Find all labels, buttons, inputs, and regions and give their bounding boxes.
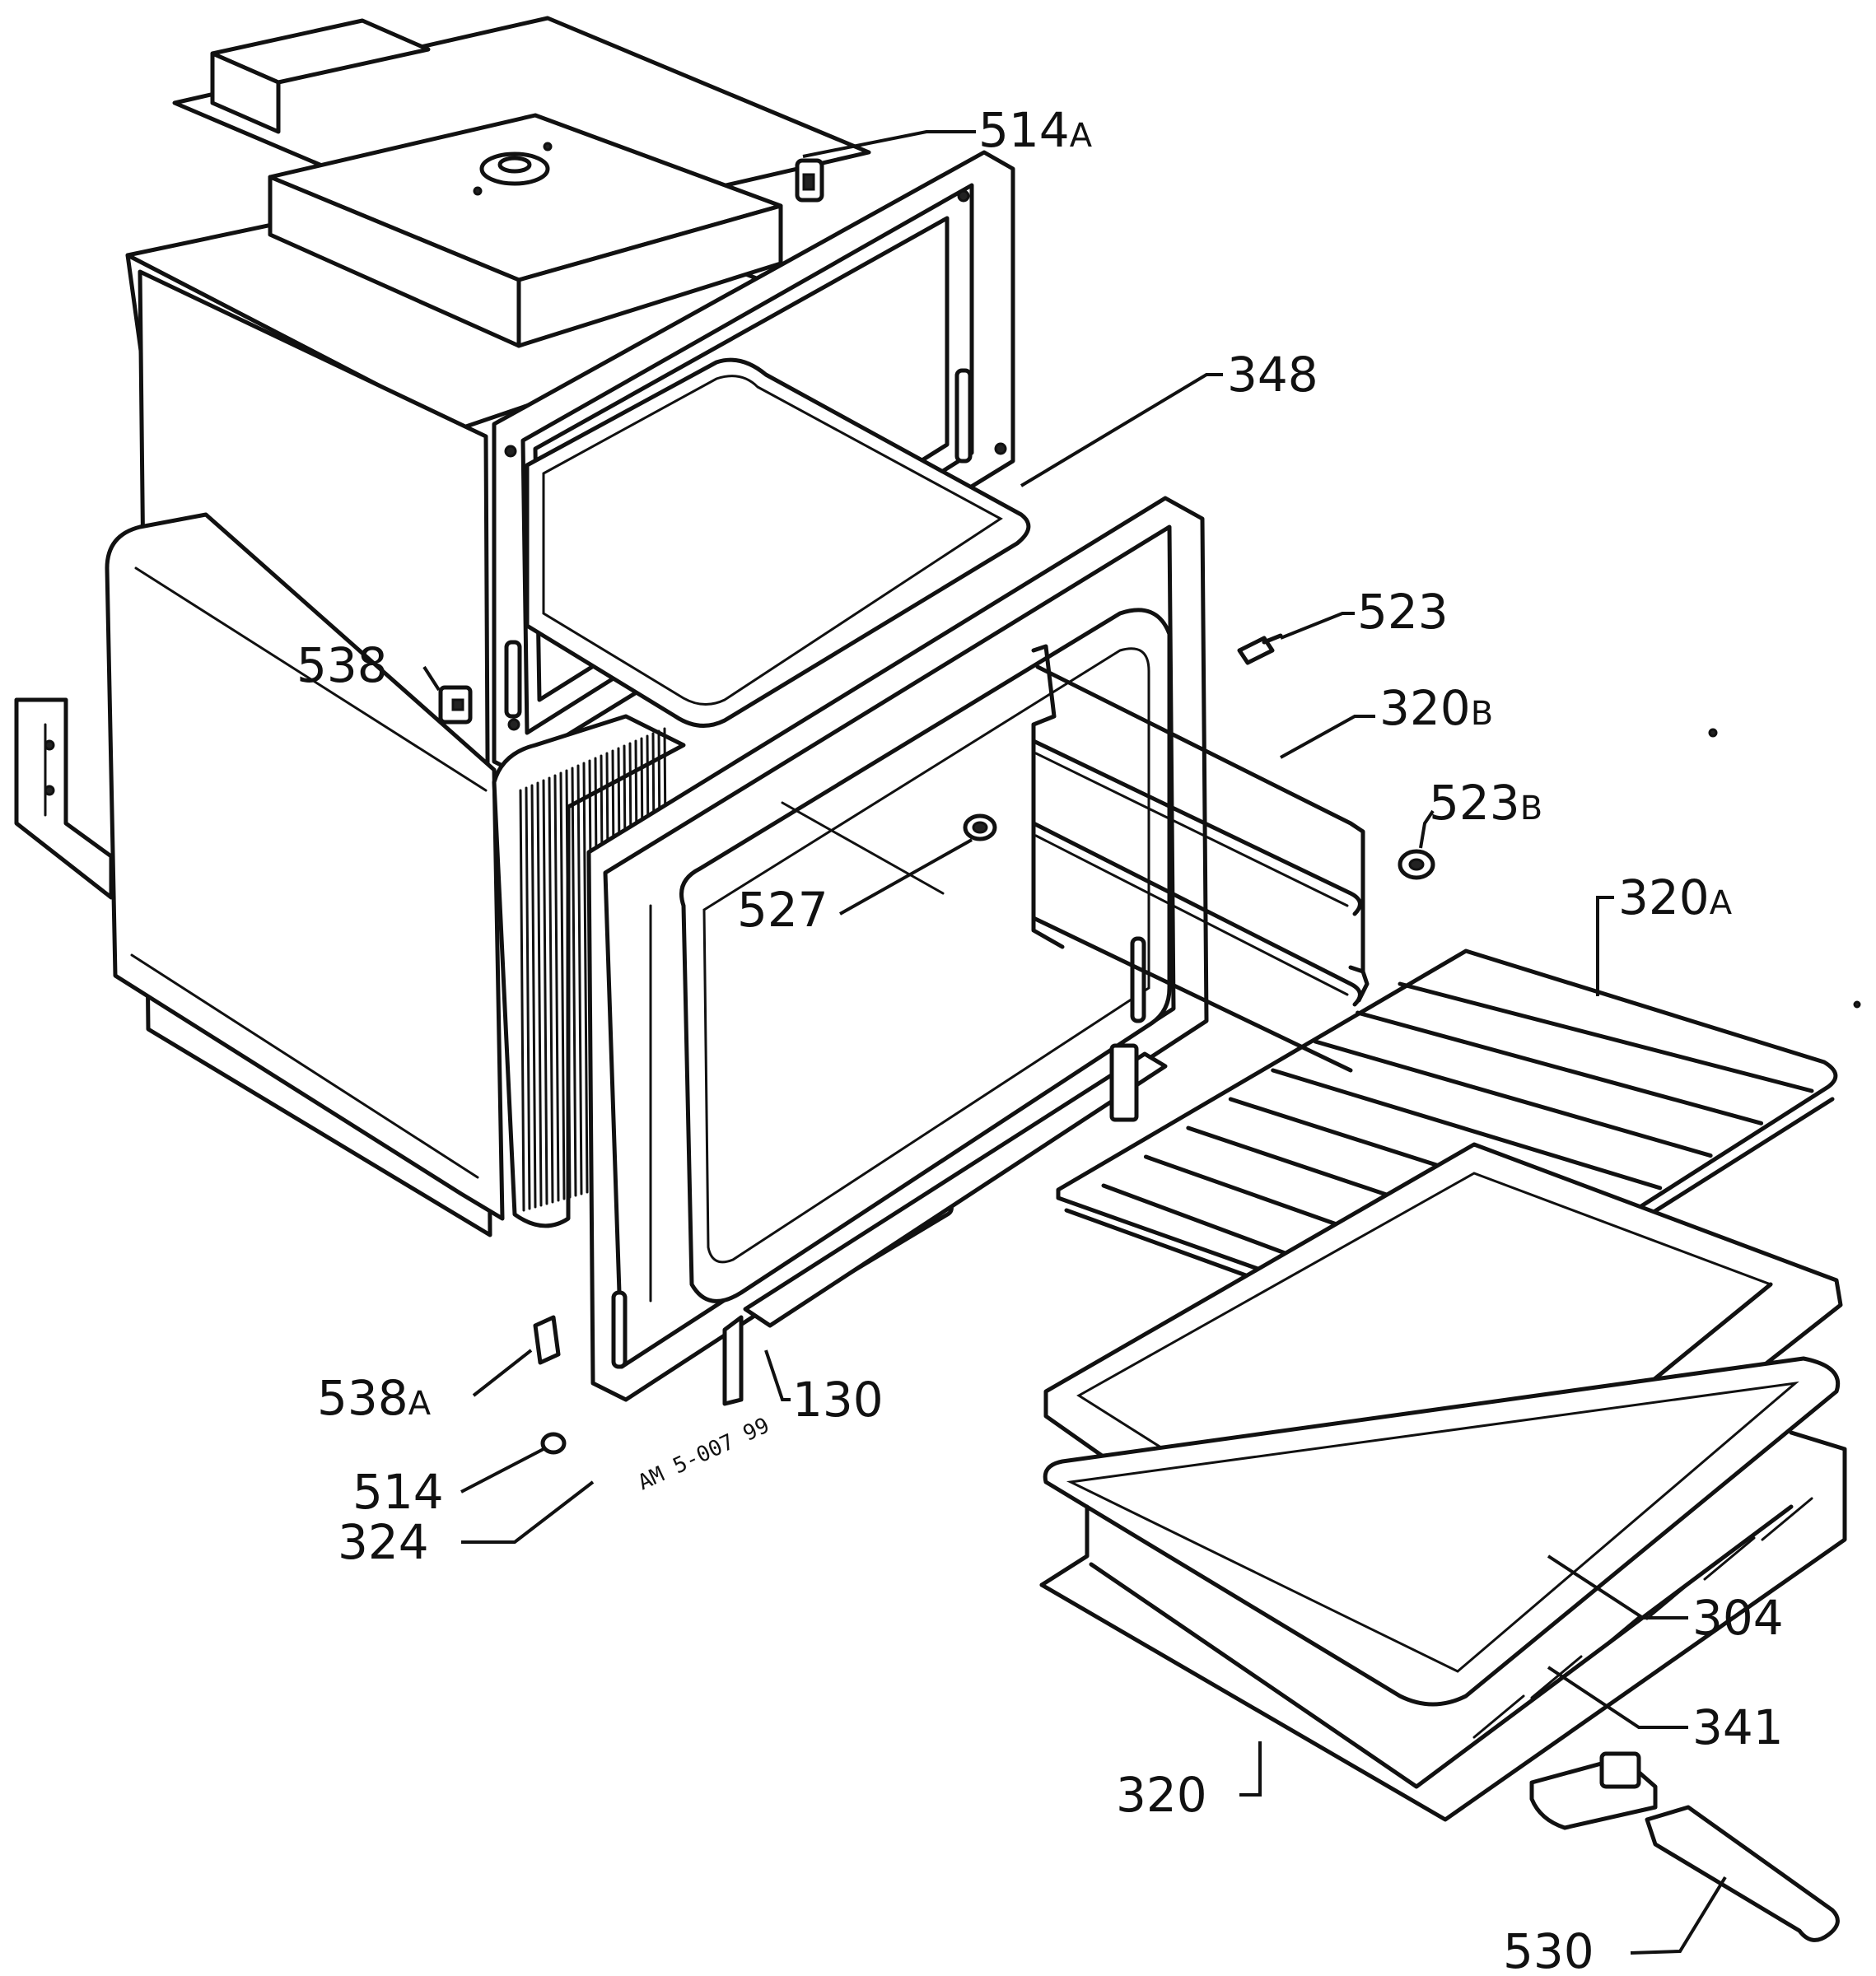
callout-304: 304 xyxy=(1692,1590,1784,1646)
callout-530: 530 xyxy=(1503,1923,1594,1976)
shelf-support-rail xyxy=(1031,644,1370,1073)
callout-320a: 320A xyxy=(1618,869,1733,925)
callout-527: 527 xyxy=(737,882,828,938)
callout-538a: 538A xyxy=(317,1370,432,1426)
callout-514a: 514A xyxy=(978,102,1093,158)
callout-341: 341 xyxy=(1692,1699,1784,1755)
callout-320: 320 xyxy=(1116,1767,1207,1823)
callout-523b: 523B xyxy=(1429,775,1542,831)
callout-130: 130 xyxy=(792,1372,884,1428)
oven-rack xyxy=(1039,1430,1847,1822)
pan-handle xyxy=(1529,1751,1840,1942)
callout-348: 348 xyxy=(1227,347,1318,403)
leader-lines xyxy=(422,130,1727,1955)
callout-523: 523 xyxy=(1357,584,1449,640)
oven-cavity-body xyxy=(14,512,505,1221)
callout-514: 514 xyxy=(352,1464,444,1520)
callout-538: 538 xyxy=(296,637,388,693)
baking-tray xyxy=(1043,1356,1840,1707)
small-parts xyxy=(533,633,1861,1455)
callout-labels: 514A 348 523 538 320B 523B 320A 527 538A… xyxy=(296,102,1784,1976)
top-front-frame xyxy=(492,150,1031,772)
callout-324: 324 xyxy=(338,1514,429,1570)
callout-320b: 320B xyxy=(1379,680,1493,736)
part-number-stamp: AM 5-007 99 xyxy=(634,1413,773,1495)
